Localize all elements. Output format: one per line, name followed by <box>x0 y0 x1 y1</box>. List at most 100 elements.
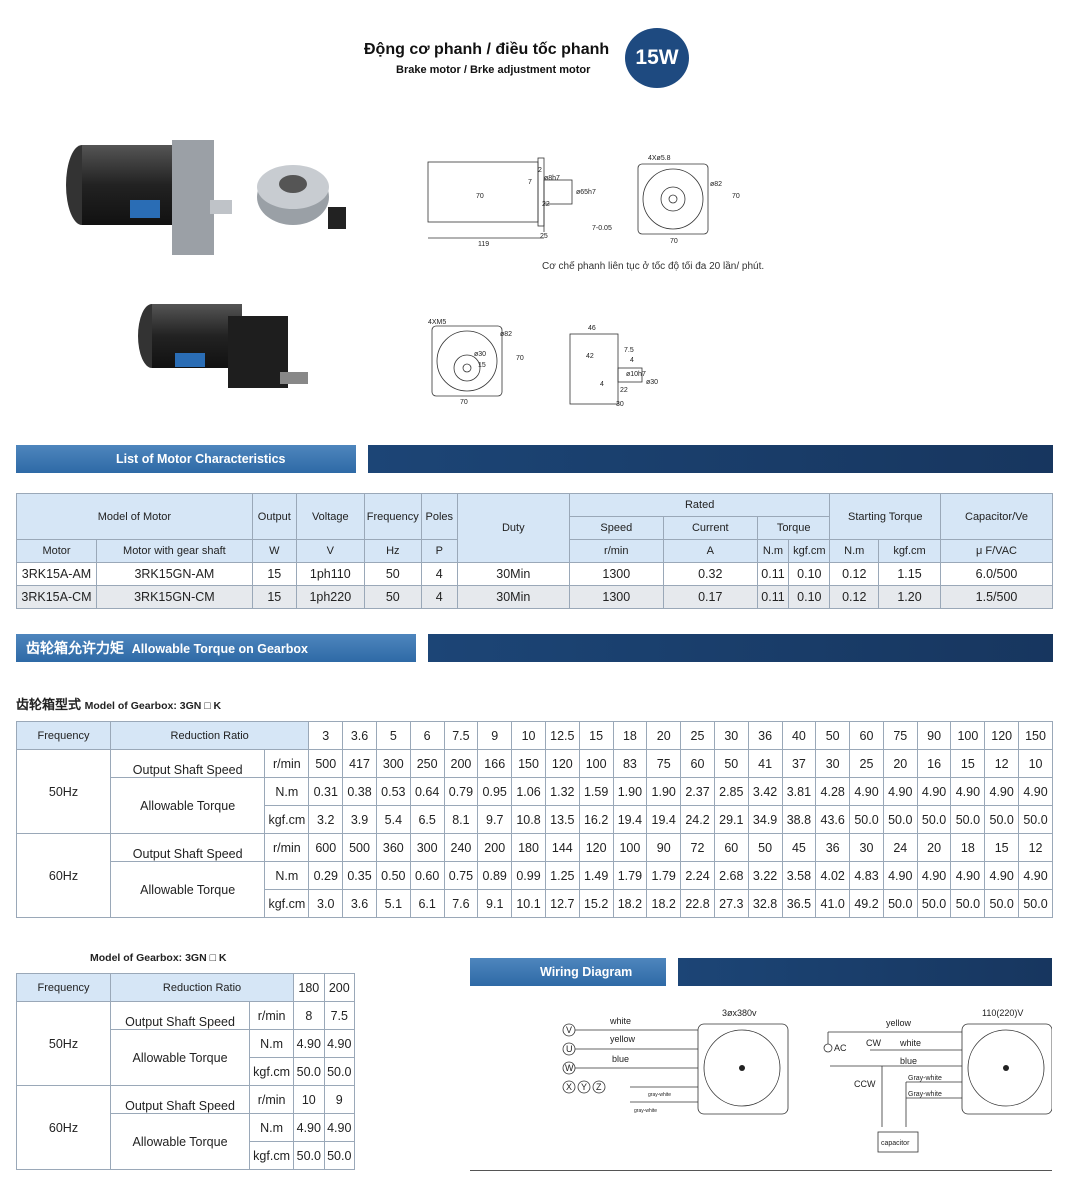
dim-label: ø82 <box>500 331 512 338</box>
banner-title: Wiring Diagram <box>470 958 666 986</box>
table-cell: 120 <box>984 721 1020 750</box>
table-cell: 29.1 <box>713 805 749 834</box>
table-cell: 16 <box>916 749 952 778</box>
dim-label: 70 <box>732 193 740 200</box>
unit-kgf: kgf.cm <box>264 805 310 834</box>
row-label-speed: Output Shaft Speed <box>109 833 266 862</box>
table-cell: 4.90 <box>882 861 918 890</box>
table-cell: 3.0 <box>308 889 344 918</box>
gear-motor-photo <box>138 304 308 388</box>
table-cell: 0.38 <box>342 777 377 806</box>
table-cell: 50 <box>747 833 783 862</box>
table-cell: 4.90 <box>916 861 952 890</box>
th-unit: V <box>295 539 365 563</box>
gearbox-model-title-2: Model of Gearbox: 3GN □ K <box>90 952 227 964</box>
table-cell: 3 <box>308 721 344 750</box>
table-cell: 2.68 <box>713 861 749 890</box>
table-cell: 150 <box>511 749 546 778</box>
unit-nm: N.m <box>264 777 310 806</box>
table-cell: 10.8 <box>511 805 546 834</box>
table-cell: 50.0 <box>950 889 986 918</box>
table-cell: 22.8 <box>680 889 715 918</box>
table-cell: 50.0 <box>1018 805 1053 834</box>
table-cell: 25 <box>849 749 884 778</box>
th-capacitor: Capacitor/Ve <box>940 493 1053 540</box>
dimension-drawing-bottom: 4XM5 ø82 ø30 15 70 70 46 42 7.5 4 ø10h7 … <box>428 319 658 408</box>
table-cell: 20 <box>916 833 952 862</box>
table-cell: 40 <box>781 721 817 750</box>
dim-label: 70 <box>670 238 678 245</box>
table-cell: 4.90 <box>916 777 952 806</box>
svg-text:V: V <box>566 1025 572 1035</box>
table-cell: 13.5 <box>544 805 580 834</box>
row-label-speed: Output Shaft Speed <box>109 1001 251 1030</box>
dim-label: 46 <box>588 325 596 332</box>
unit-rmin: r/min <box>249 1085 295 1114</box>
svg-text:U: U <box>566 1044 573 1054</box>
th-unit: N.m <box>756 539 790 563</box>
table-cell: 4.90 <box>293 1029 325 1058</box>
unit-nm: N.m <box>249 1029 295 1058</box>
power-badge: 15W <box>625 28 689 88</box>
table-cell: 50.0 <box>293 1141 325 1170</box>
table-cell: 20 <box>882 749 918 778</box>
table-cell: 50.0 <box>882 889 918 918</box>
table-cell: 12 <box>1018 833 1053 862</box>
dim-label: 4Xø5.8 <box>648 155 671 162</box>
table-cell: 3.9 <box>342 805 377 834</box>
th-speed: Speed <box>568 516 664 540</box>
table-cell: 45 <box>781 833 817 862</box>
table-cell: 1.06 <box>511 777 546 806</box>
table-cell: 75 <box>882 721 918 750</box>
gearbox-model-title: 齿轮箱型式 Model of Gearbox: 3GN □ K <box>16 697 222 712</box>
svg-text:Z: Z <box>596 1082 602 1092</box>
table-cell: 4.02 <box>815 861 851 890</box>
svg-text:blue: blue <box>900 1056 917 1066</box>
table-cell: 43.6 <box>815 805 851 834</box>
svg-text:gray-white: gray-white <box>634 1108 657 1114</box>
table-cell: 4.90 <box>882 777 918 806</box>
table-cell: 30 <box>713 721 749 750</box>
row-label-torque: Allowable Torque <box>109 1113 251 1170</box>
table-cell: 0.99 <box>511 861 546 890</box>
dim-label: 70 <box>516 355 524 362</box>
dim-label: 119 <box>478 241 489 248</box>
table-cell: 15 <box>578 721 614 750</box>
table-cell: 1.79 <box>646 861 682 890</box>
dim-label: 70 <box>460 399 468 406</box>
table-cell: 83 <box>612 749 648 778</box>
table-cell: 50.0 <box>950 805 986 834</box>
table-cell: 0.50 <box>375 861 411 890</box>
table-cell: 60 <box>680 749 715 778</box>
table-cell: 9 <box>323 1085 356 1114</box>
dim-label: 22 <box>542 201 550 208</box>
table-cell: 180 <box>511 833 546 862</box>
brake-motor-photo <box>66 140 232 255</box>
table-cell: 0.75 <box>443 861 479 890</box>
th-unit: r/min <box>568 539 664 563</box>
table-cell: 200 <box>477 833 513 862</box>
unit-rmin: r/min <box>264 833 310 862</box>
table-cell: 4.90 <box>323 1029 356 1058</box>
table-cell: 6.5 <box>409 805 445 834</box>
th-unit: N.m <box>829 539 880 563</box>
table-cell: 9 <box>477 721 513 750</box>
svg-text:W: W <box>565 1063 574 1073</box>
dim-label: ø8h7 <box>544 175 560 182</box>
table-cell: 0.53 <box>375 777 411 806</box>
table-cell: 60 <box>849 721 884 750</box>
table-cell: 4.28 <box>815 777 851 806</box>
th-poles: Poles <box>420 493 458 540</box>
table-cell: 100 <box>578 749 614 778</box>
table-cell: 2.37 <box>680 777 715 806</box>
table-cell: 4.90 <box>293 1113 325 1142</box>
table-cell: 120 <box>544 749 580 778</box>
th-reduction-ratio: Reduction Ratio <box>109 973 295 1002</box>
table-cell: 0.29 <box>308 861 344 890</box>
table-cell: 7.6 <box>443 889 479 918</box>
table-cell: 9.1 <box>477 889 513 918</box>
row-label-torque: Allowable Torque <box>109 777 266 834</box>
gearbox-banner: 齿轮箱允许力矩 Allowable Torque on Gearbox <box>16 634 1053 662</box>
th-unit: W <box>251 539 297 563</box>
table-cell: 19.4 <box>646 805 682 834</box>
